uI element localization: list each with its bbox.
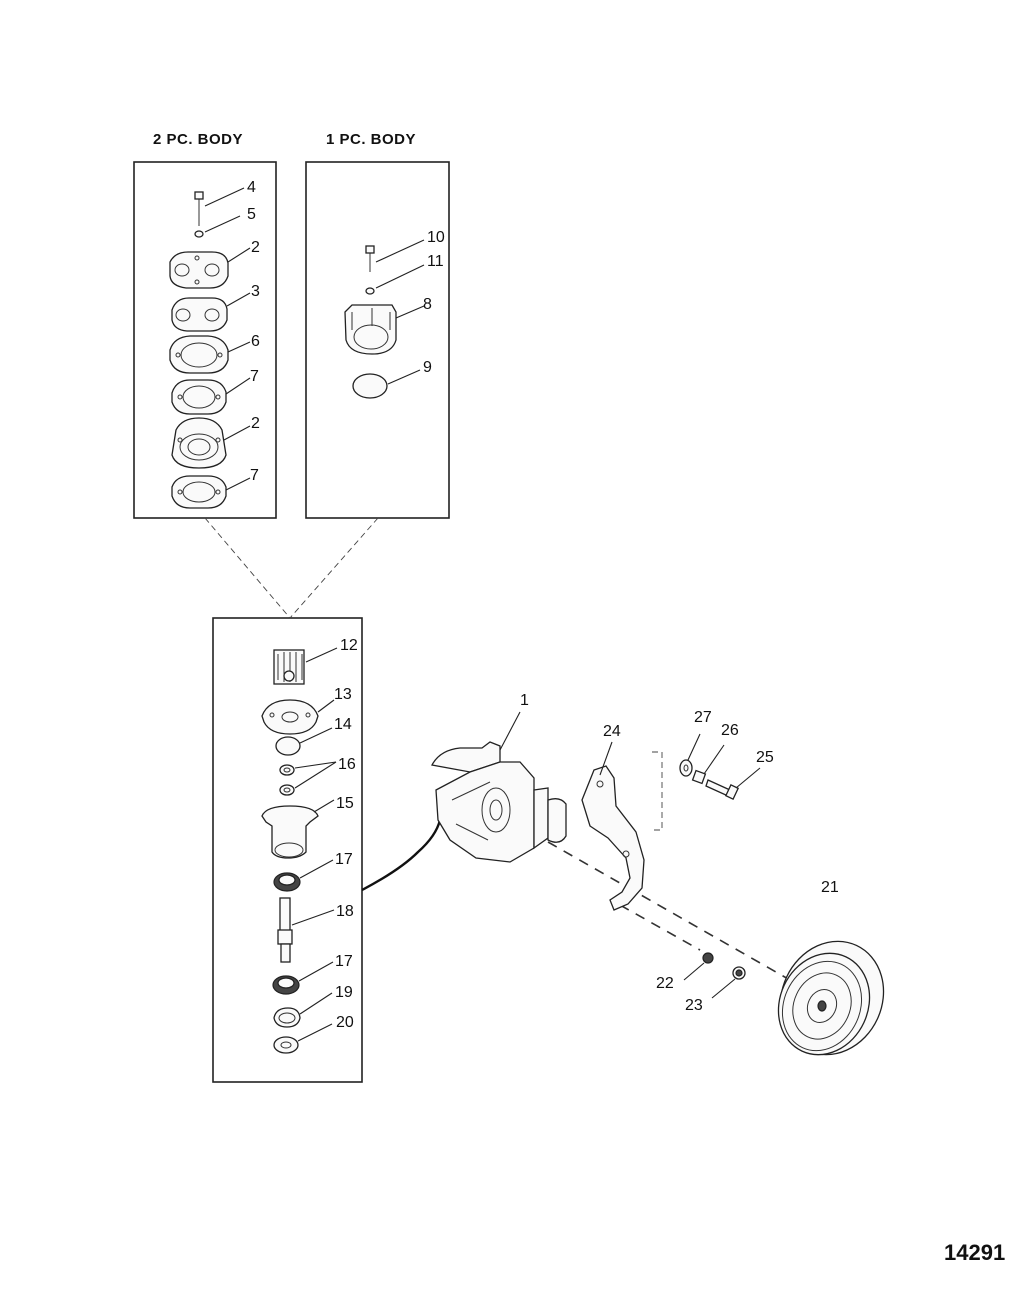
pulley-part-21 bbox=[777, 940, 885, 1056]
hose-line bbox=[361, 819, 442, 892]
screw-part-4 bbox=[194, 187, 245, 226]
callout-9: 9 bbox=[423, 359, 432, 376]
bearing-part-17-upper bbox=[273, 859, 334, 892]
callout-3: 3 bbox=[251, 283, 260, 300]
washer-part-22 bbox=[683, 952, 714, 981]
callout-21: 21 bbox=[821, 879, 839, 896]
bracket-part-24 bbox=[581, 741, 645, 911]
callout-4: 4 bbox=[247, 179, 256, 196]
callout-2-upper: 2 bbox=[251, 239, 260, 256]
water-pump-part-1 bbox=[431, 711, 567, 863]
snap-ring-part-19 bbox=[273, 992, 333, 1028]
callout-12: 12 bbox=[340, 637, 358, 654]
o-ring-part-9 bbox=[352, 369, 421, 399]
callout-7-lower: 7 bbox=[250, 467, 259, 484]
callout-17-lower: 17 bbox=[335, 953, 353, 970]
spacer-part-26 bbox=[691, 744, 725, 785]
callout-19: 19 bbox=[335, 984, 353, 1001]
callout-10: 10 bbox=[427, 229, 445, 246]
bracket-alignment-dash bbox=[650, 751, 663, 831]
washer-part-27 bbox=[679, 733, 701, 777]
shaft-part-18 bbox=[277, 897, 335, 963]
pump-body-part-8 bbox=[344, 304, 425, 355]
callout-25: 25 bbox=[756, 749, 774, 766]
gasket-part-7-upper bbox=[171, 377, 251, 415]
figure-number: 14291 bbox=[944, 1240, 1006, 1265]
o-ring-part-14 bbox=[275, 727, 333, 756]
callout-26: 26 bbox=[721, 722, 739, 739]
screw-part-10 bbox=[365, 239, 425, 272]
seal-part-16 bbox=[279, 761, 337, 796]
callout-20: 20 bbox=[336, 1014, 354, 1031]
gasket-part-3 bbox=[171, 292, 251, 332]
plate-part-2-upper bbox=[169, 247, 251, 289]
gasket-part-7-lower bbox=[171, 475, 251, 509]
callout-18: 18 bbox=[336, 903, 354, 920]
two-piece-body-title: 2 PC. BODY bbox=[153, 131, 244, 148]
callout-8: 8 bbox=[423, 296, 432, 313]
panel-connector-lines bbox=[204, 517, 379, 619]
callout-7-upper: 7 bbox=[250, 368, 259, 385]
washer-part-20 bbox=[273, 1023, 333, 1054]
impeller-part-12 bbox=[273, 647, 338, 685]
bearing-part-17-lower bbox=[272, 961, 334, 995]
pump-internals-frame bbox=[212, 617, 363, 1083]
housing-part-15 bbox=[261, 799, 335, 859]
callout-27: 27 bbox=[694, 709, 712, 726]
washer-part-5 bbox=[194, 215, 241, 238]
callout-16: 16 bbox=[338, 756, 356, 773]
plate-part-13 bbox=[261, 699, 335, 735]
callout-6: 6 bbox=[251, 333, 260, 350]
bolt-part-25 bbox=[705, 767, 761, 800]
callout-15: 15 bbox=[336, 795, 354, 812]
callout-13: 13 bbox=[334, 686, 352, 703]
callout-22: 22 bbox=[656, 975, 674, 992]
one-piece-body-title: 1 PC. BODY bbox=[326, 131, 417, 148]
washer-part-11 bbox=[365, 264, 425, 295]
plate-part-6 bbox=[169, 335, 251, 374]
nut-part-23 bbox=[711, 966, 746, 999]
callout-14: 14 bbox=[334, 716, 352, 733]
callout-17-upper: 17 bbox=[335, 851, 353, 868]
callout-1: 1 bbox=[520, 692, 529, 709]
callout-2-lower: 2 bbox=[251, 415, 260, 432]
body-part-2-lower bbox=[171, 417, 251, 469]
callout-5: 5 bbox=[247, 206, 256, 223]
callout-11: 11 bbox=[427, 253, 444, 270]
callout-24: 24 bbox=[603, 723, 621, 740]
callout-23: 23 bbox=[685, 997, 703, 1014]
